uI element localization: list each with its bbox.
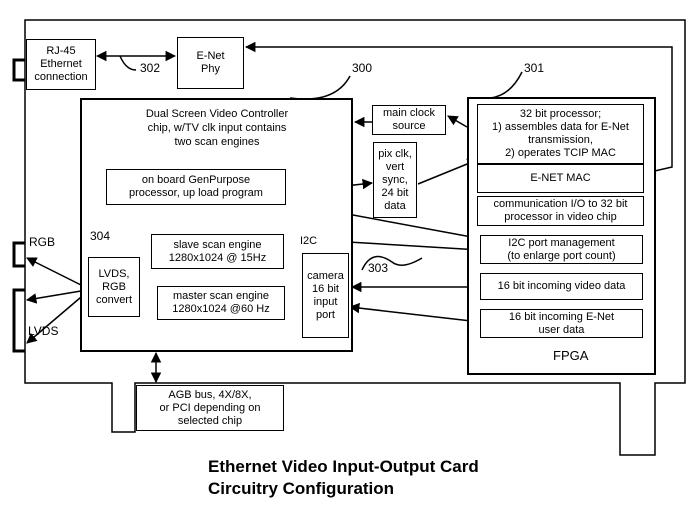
lvds-rgb-convert-box: LVDS, RGB convert — [88, 257, 140, 317]
pix-clk-box: pix clk, vert sync, 24 bit data — [373, 142, 417, 218]
convert-rgb-link — [27, 258, 87, 288]
rj45-bracket — [14, 60, 25, 80]
genpurpose-box: on board GenPurpose processor, up load p… — [106, 169, 286, 205]
ref-300: 300 — [352, 62, 372, 75]
master-scan-box: master scan engine 1280x1024 @60 Hz — [157, 286, 285, 320]
controller-title: Dual Screen Video Controller chip, w/TV … — [96, 107, 338, 149]
enet-mac-box: E-NET MAC — [477, 164, 644, 193]
i2c-label: I2C — [300, 235, 317, 248]
enet-camera-link — [350, 307, 480, 322]
convert-lvds-link — [27, 290, 87, 300]
enet-phy-box: E-Net Phy — [177, 37, 244, 89]
ref-304: 304 — [90, 230, 110, 243]
ref-303: 303 — [368, 262, 388, 275]
comm-io-box: communication I/O to 32 bit processor in… — [477, 196, 644, 226]
rgb-bracket — [14, 243, 25, 266]
leader-301 — [490, 72, 522, 98]
slave-scan-box: slave scan engine 1280x1024 @ 15Hz — [151, 234, 284, 269]
main-clock-box: main clock source — [372, 105, 446, 135]
i2c-mgmt-box: I2C port management (to enlarge port cou… — [480, 235, 643, 264]
fpga-clock-link — [448, 116, 467, 127]
agb-bus-box: AGB bus, 4X/8X, or PCI depending on sele… — [136, 385, 284, 431]
figure-title: Ethernet Video Input-Output Card Circuit… — [208, 456, 479, 500]
enet16-box: 16 bit incoming E-Net user data — [480, 309, 643, 338]
leader-302 — [120, 56, 136, 70]
rj45-box: RJ-45 Ethernet connection — [26, 39, 96, 90]
fpga-label: FPGA — [553, 349, 588, 362]
ref-302: 302 — [140, 62, 160, 75]
camera-port-box: camera 16 bit input port — [302, 253, 349, 338]
lvds-bracket — [14, 290, 25, 351]
ref-301: 301 — [524, 62, 544, 75]
processor32-box: 32 bit processor; 1) assembles data for … — [477, 104, 644, 164]
leader-300 — [290, 76, 350, 99]
video16-box: 16 bit incoming video data — [480, 273, 643, 300]
lvds-label: LVDS — [28, 325, 58, 338]
rgb-label: RGB — [29, 236, 55, 249]
